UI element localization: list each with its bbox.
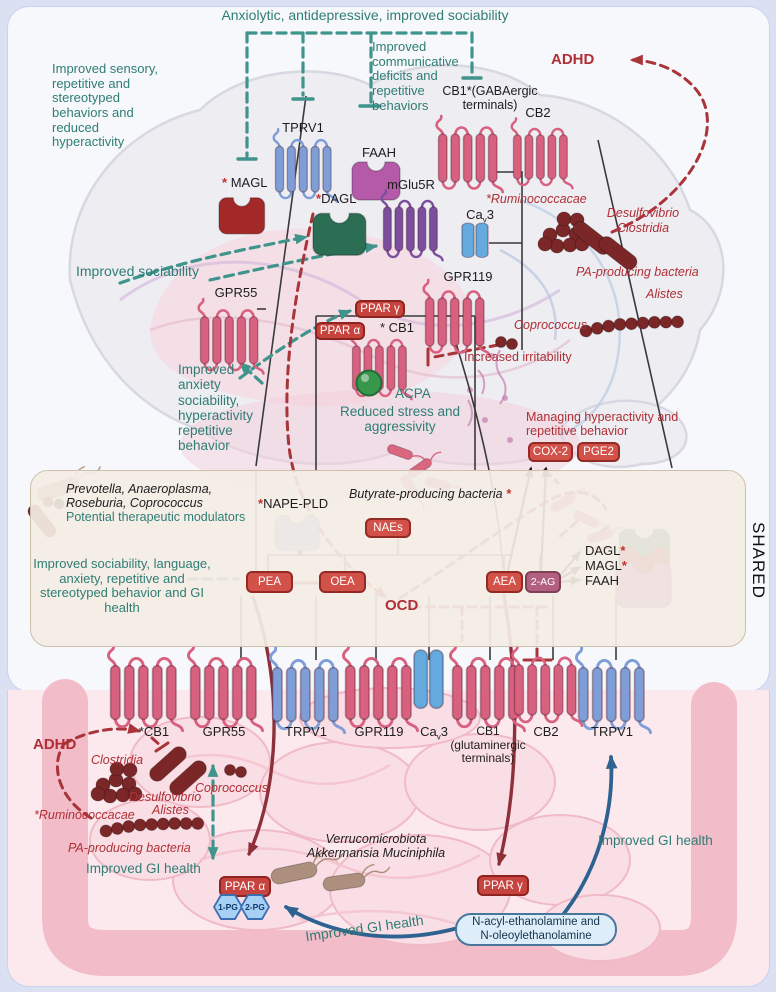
receptor-glyphs [107, 114, 673, 735]
gi-health-left-label: Improved GI health [86, 861, 201, 876]
shared-faah-label: FAAH [585, 573, 619, 588]
gut-cav3-label: Cav3 [420, 724, 448, 742]
note-stress: Reduced stress and aggressivity [339, 404, 461, 435]
gut-cb1-receptor-glyph [107, 644, 184, 733]
brain-title: Anxiolytic, antidepressive, improved soc… [221, 7, 509, 23]
ppar-gamma-gut-pill: PPAR γ [477, 875, 529, 896]
gut-gpr55-label: GPR55 [202, 724, 246, 739]
shared-dagl-label: DAGL* [585, 543, 626, 558]
alistes-gut-label: Alistes [152, 803, 189, 817]
gut-gpr119-receptor-glyph [342, 644, 419, 733]
ruminococcacae-gut-label: *Ruminococcacae [34, 808, 135, 822]
coprococcus-brain-label: Coprococcus [514, 318, 587, 332]
clostridia-brain-label: Clostridia [616, 221, 670, 235]
prevotella-label-line1: Prevotella, Anaeroplasma, [66, 482, 213, 496]
nape-pld-label: *NAPE-PLD [258, 496, 329, 511]
gut-trpv1-label: TRPV1 [285, 724, 327, 739]
butyrate-label: Butyrate-producing bacteria * [349, 487, 511, 501]
gut-gpr119-label: GPR119 [354, 724, 404, 739]
aea-pill: AEA [486, 571, 523, 593]
note-anxiety: Improved anxiety sociability, hyperactiv… [178, 362, 254, 454]
gut-gpr55-receptor-glyph [187, 644, 264, 733]
gut-trpv1-right-label: TRPV1 [591, 724, 633, 739]
shared-side-label: SHARED [749, 521, 768, 599]
note-irritability: Increased irritability [464, 350, 572, 364]
desulfovibrio-brain-label: Desulfovibrio [606, 206, 680, 220]
cb2-brain-label: CB2 [525, 105, 551, 120]
note-sensory: Improved sensory, repetitive and stereot… [52, 61, 158, 150]
pa-bacteria-brain-label: PA-producing bacteria [576, 265, 699, 279]
gi-health-right-label: Improved GI health [598, 833, 713, 848]
desulfovibrio-gut-label: Desulfovibrio [129, 790, 202, 804]
ruminococcacae-brain-label: *Ruminococcacae [486, 192, 587, 206]
ppar-alpha-brain-pill: PPAR α [315, 322, 365, 340]
cox2-pill: COX-2 [528, 442, 573, 462]
bacteria-gut [90, 743, 393, 893]
acpa-ligand-glyph [355, 369, 383, 397]
prevotella-label-line2: Roseburia, Coprococcus [66, 496, 203, 510]
mglu5r-label: mGlu5R [387, 177, 435, 192]
adhd-gut-label: ADHD [33, 736, 77, 753]
coprococcus-gut-label: Coprococcus [195, 781, 268, 795]
gut-trpv1-receptor-glyph [269, 646, 346, 735]
tprv1-label: TPRV1 [282, 120, 324, 135]
pge2-pill: PGE2 [577, 442, 620, 462]
dagl-brain-label: *DAGL [316, 191, 357, 206]
magl-brain-label: * MAGL [222, 175, 268, 190]
shared-magl-label: MAGL* [585, 558, 627, 573]
ocd-label: OCD [385, 597, 419, 614]
note-managing: Managing hyperactivity and repetitive be… [526, 410, 679, 439]
gut-cb2-receptor-glyph [511, 644, 584, 727]
note-communicative: Improved communicative deficits and repe… [372, 39, 459, 113]
two-ag-pill: 2-AG [525, 571, 561, 593]
modulators-label: Potential therapeutic modulators [66, 510, 246, 524]
note-improvement: Improved sociability, language, anxiety,… [33, 556, 211, 616]
pa-bacteria-gut-label: PA-producing bacteria [68, 841, 191, 855]
ppar-gamma-brain-pill: PPAR γ [355, 300, 405, 318]
alistes-brain-label: Alistes [646, 287, 683, 301]
note-sociability: Improved sociability [76, 263, 199, 279]
naes-pill: NAEs [365, 518, 411, 538]
acpa-label: ACPA [395, 386, 431, 401]
gpr55-brain-label: GPR55 [214, 285, 258, 300]
cav3-brain-label: Cav3 [466, 207, 494, 225]
gut-cb1-label: *CB1 [138, 724, 170, 739]
gut-cb2-label: CB2 [533, 724, 559, 739]
gut-trpv1-right-receptor-glyph [575, 646, 652, 735]
faah-brain-label: FAAH [362, 145, 396, 160]
shared-section-box [30, 470, 746, 647]
pea-pill: PEA [246, 571, 293, 593]
adhd-brain-label: ADHD [551, 51, 595, 68]
bacteria-brain [495, 211, 685, 350]
clostridia-gut-label: Clostridia [91, 753, 144, 767]
cb1-mid-label: * CB1 [380, 320, 414, 335]
ppar-alpha-gut-pill: PPAR α [219, 876, 271, 897]
oea-pill: OEA [319, 571, 366, 593]
gpr119-brain-label: GPR119 [443, 269, 493, 284]
